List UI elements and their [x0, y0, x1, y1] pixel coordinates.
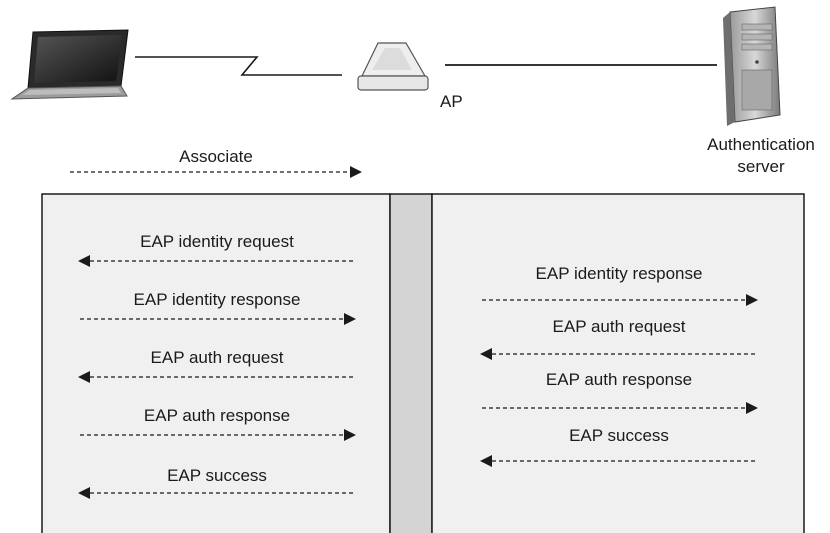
left-message-3: EAP auth request: [150, 348, 284, 367]
left-arrow-5: [78, 487, 356, 499]
left-arrow-2: [80, 313, 356, 325]
right-message-4: EAP success: [569, 426, 669, 445]
server-label-line2: server: [737, 157, 785, 176]
left-arrow-4: [80, 429, 356, 441]
right-arrow-1: [482, 294, 758, 306]
ap-label: AP: [440, 92, 463, 111]
left-arrow-1: [78, 255, 356, 267]
associate-label: Associate: [179, 147, 253, 166]
right-message-1: EAP identity response: [535, 264, 703, 283]
authentication-server-label: Authentication server: [692, 134, 830, 178]
server-label-line1: Authentication: [707, 135, 815, 154]
associate-arrow: [70, 166, 362, 178]
right-panel: [431, 193, 805, 533]
right-message-3: EAP auth response: [545, 370, 693, 389]
left-message-2: EAP identity response: [133, 290, 301, 309]
right-message-2: EAP auth request: [552, 317, 686, 336]
right-arrow-3: [482, 402, 758, 414]
left-panel: [41, 193, 391, 533]
access-point-icon: [357, 42, 429, 91]
left-message-4: EAP auth response: [143, 406, 291, 425]
right-arrow-4: [480, 455, 758, 467]
left-message-5: EAP success: [167, 466, 267, 485]
wireless-link: [135, 56, 342, 76]
right-arrow-2: [480, 348, 758, 360]
laptop-icon: [10, 29, 129, 100]
server-tower-icon: [723, 6, 781, 126]
left-message-1: EAP identity request: [140, 232, 294, 251]
center-divider: [389, 193, 433, 533]
left-arrow-3: [78, 371, 356, 383]
